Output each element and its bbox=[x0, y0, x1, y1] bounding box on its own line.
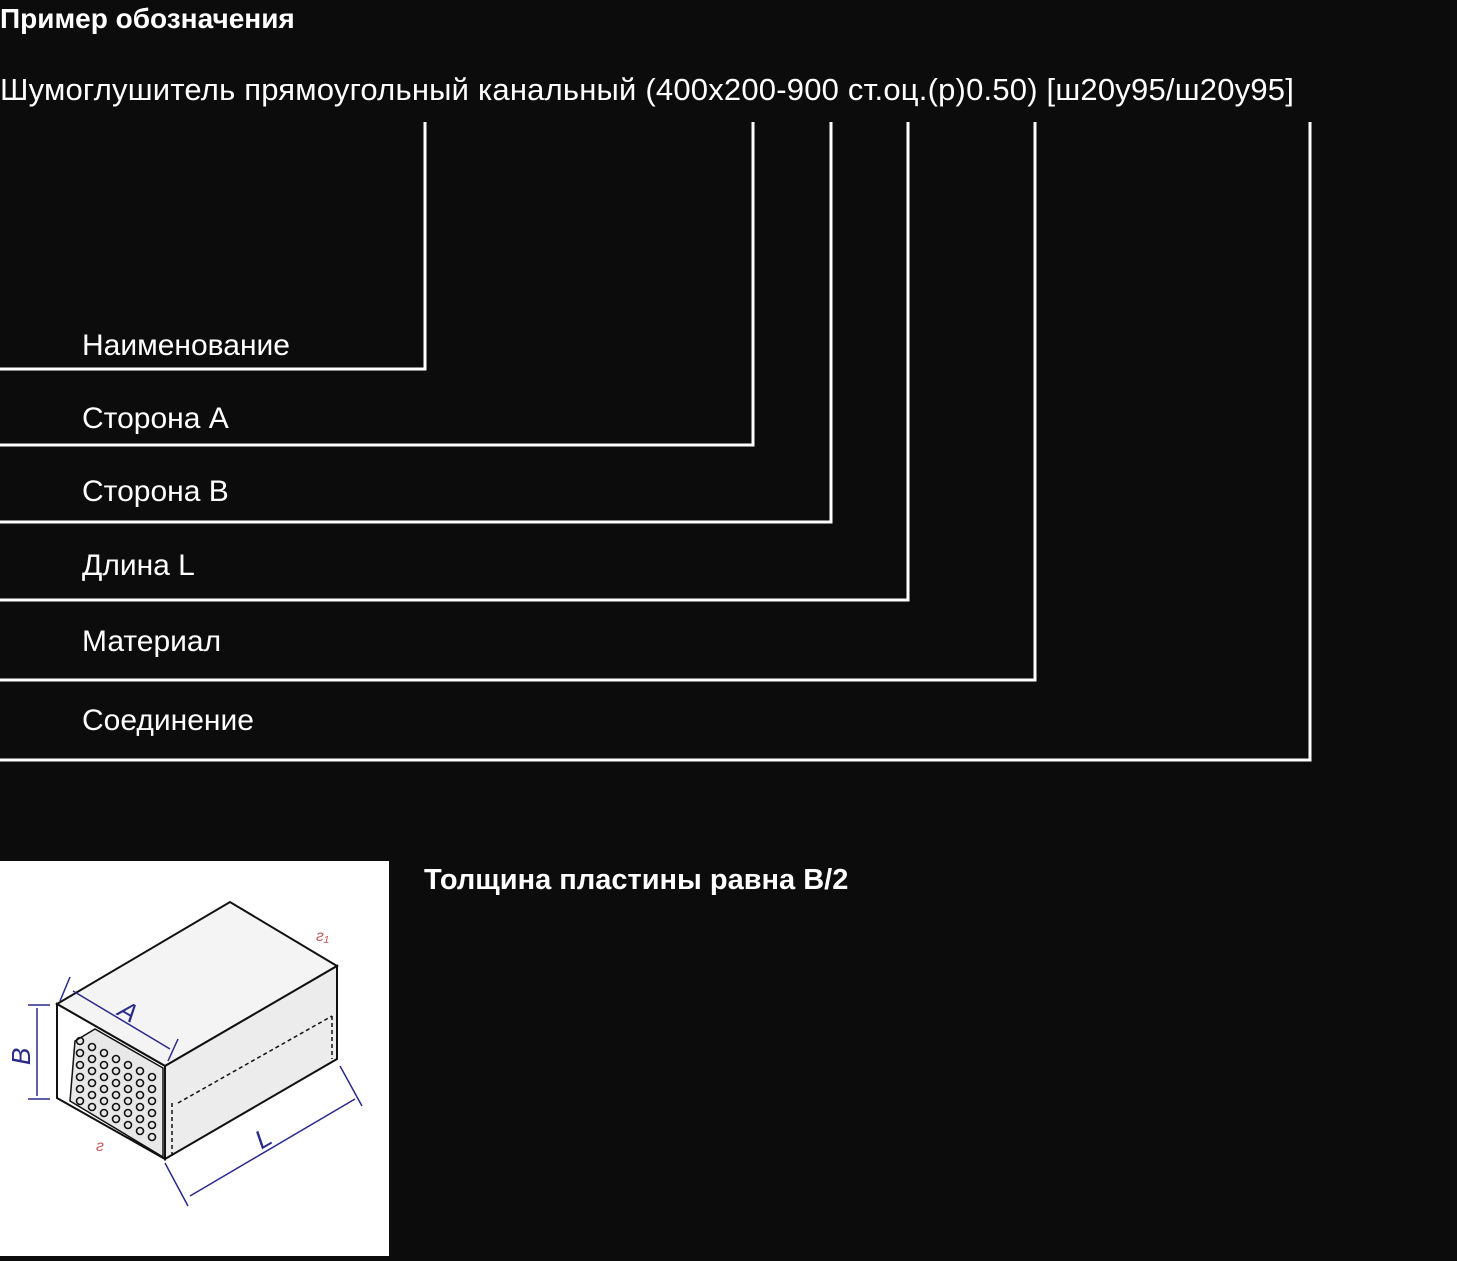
perforation-hole bbox=[135, 1078, 145, 1088]
callout-line-name bbox=[0, 122, 427, 371]
perforation-hole bbox=[99, 1048, 109, 1058]
face-g1-label: г₁ bbox=[316, 928, 329, 945]
label-side-a: Сторона А bbox=[82, 402, 229, 435]
perforation-hole bbox=[123, 1060, 133, 1070]
callout-lines bbox=[0, 122, 1312, 762]
dim-b-label: B bbox=[6, 1048, 36, 1065]
perforation-hole bbox=[87, 1066, 97, 1076]
perforation-hole bbox=[111, 1066, 121, 1076]
perforation-hole bbox=[99, 1084, 109, 1094]
perforation-hole bbox=[75, 1084, 85, 1094]
label-side-b: Сторона В bbox=[82, 475, 229, 508]
perforation-hole bbox=[75, 1096, 85, 1106]
perforation-hole bbox=[99, 1096, 109, 1106]
perforation-hole bbox=[135, 1090, 145, 1100]
callout-line-material bbox=[0, 122, 1037, 682]
page-title: Пример обозначения bbox=[0, 3, 295, 34]
label-length: Длина L bbox=[82, 549, 195, 582]
perforation-hole bbox=[111, 1078, 121, 1088]
perforation-hole bbox=[111, 1090, 121, 1100]
perforation-hole bbox=[123, 1072, 133, 1082]
callout-line-connection bbox=[0, 122, 1312, 762]
perforation-hole bbox=[87, 1102, 97, 1112]
perforation-hole bbox=[99, 1072, 109, 1082]
perforation-hole bbox=[123, 1084, 133, 1094]
perforation-hole bbox=[135, 1066, 145, 1076]
perforation-hole bbox=[87, 1054, 97, 1064]
perforation-hole bbox=[147, 1096, 157, 1106]
perforation-hole bbox=[87, 1042, 97, 1052]
callout-line-length bbox=[0, 122, 910, 602]
plate-thickness-note: Толщина пластины равна B/2 bbox=[424, 864, 849, 896]
perforation-hole bbox=[123, 1108, 133, 1118]
perforation-hole bbox=[135, 1102, 145, 1112]
label-material: Материал bbox=[82, 625, 222, 658]
perforation-hole bbox=[111, 1054, 121, 1064]
perforation-hole bbox=[111, 1114, 121, 1124]
perforation-hole bbox=[147, 1084, 157, 1094]
perforation-hole bbox=[99, 1060, 109, 1070]
label-connection: Соединение bbox=[82, 704, 254, 737]
perforation-hole bbox=[99, 1108, 109, 1118]
perforation-hole bbox=[123, 1120, 133, 1130]
perforation-hole bbox=[75, 1072, 85, 1082]
perforation-hole bbox=[135, 1126, 145, 1136]
perforation-hole bbox=[123, 1096, 133, 1106]
callout-line-side-b bbox=[0, 122, 833, 524]
perforation-hole bbox=[135, 1114, 145, 1124]
label-name: Наименование bbox=[82, 329, 290, 362]
perforation-hole bbox=[87, 1078, 97, 1088]
perforation-hole bbox=[147, 1072, 157, 1082]
perforation-hole bbox=[111, 1102, 121, 1112]
perforation-hole bbox=[87, 1090, 97, 1100]
designation-example: Шумоглушитель прямоугольный канальный (4… bbox=[0, 72, 1295, 107]
silencer-diagram-image: A B L Г1 г г₁ bbox=[0, 861, 389, 1256]
perforation-hole bbox=[75, 1036, 85, 1046]
perforation-hole bbox=[75, 1048, 85, 1058]
perforation-hole bbox=[147, 1108, 157, 1118]
face-label: г bbox=[96, 1138, 104, 1155]
perforation-hole bbox=[147, 1120, 157, 1130]
dim-l-label: L bbox=[249, 1122, 277, 1155]
callout-line-side-a bbox=[0, 122, 755, 447]
perforation-hole bbox=[75, 1060, 85, 1070]
perforation-hole bbox=[147, 1132, 157, 1142]
